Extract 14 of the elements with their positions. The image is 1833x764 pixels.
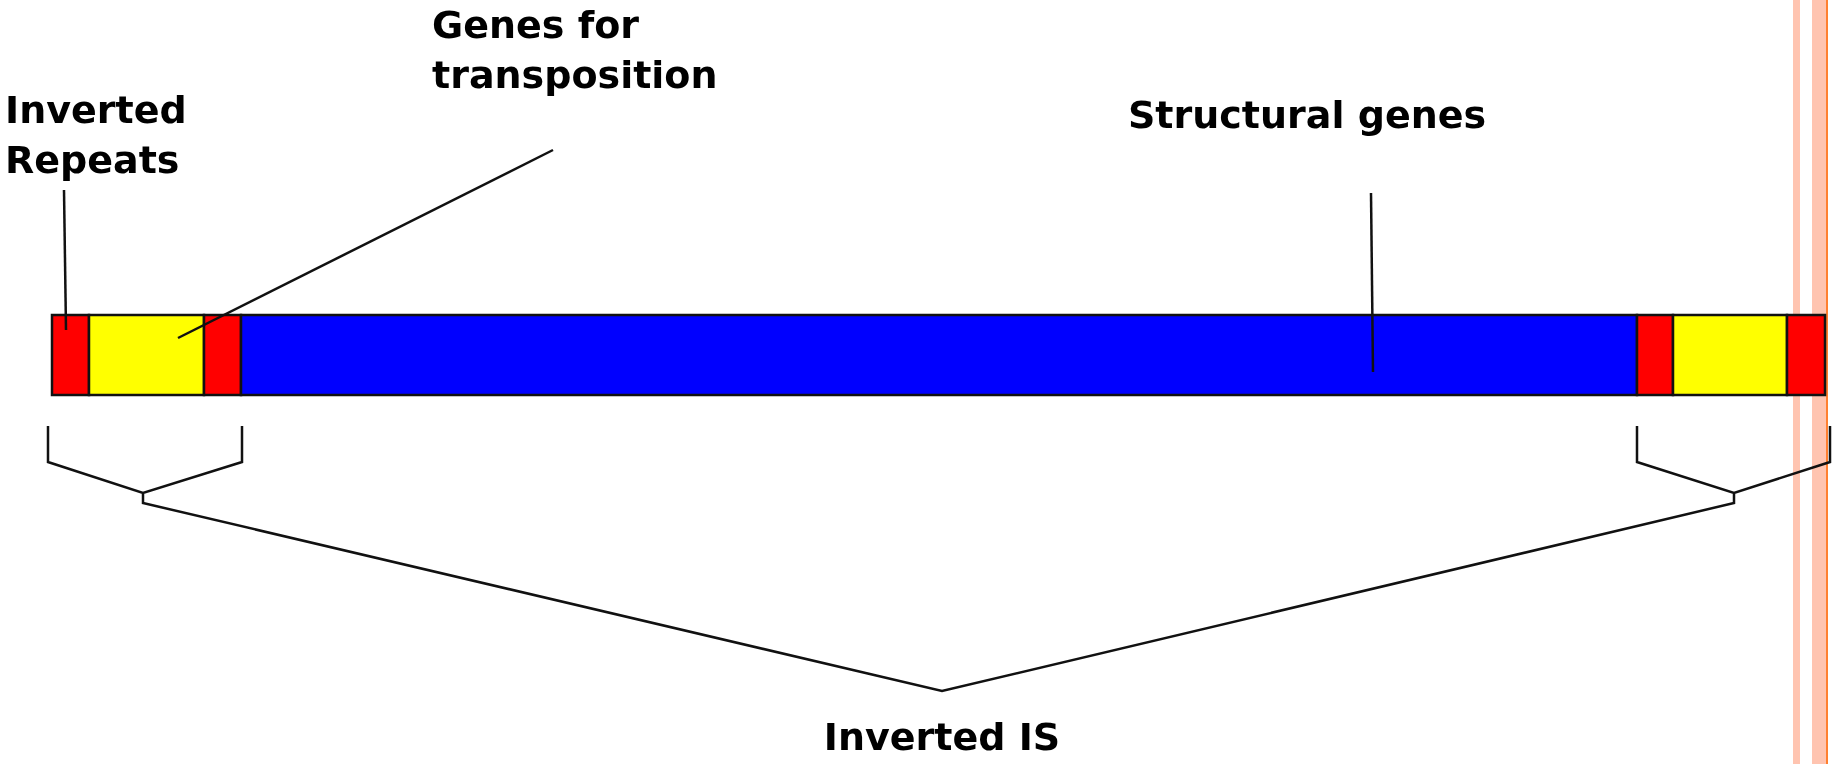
gene-segment xyxy=(1671,313,1789,397)
gene-segment xyxy=(239,313,1639,397)
callout-label: Genes for transposition xyxy=(432,0,792,100)
gene-segment xyxy=(87,313,206,397)
repeat-segment xyxy=(50,313,91,397)
callout-label: Structural genes xyxy=(1128,90,1578,140)
leader-line xyxy=(1369,193,1375,372)
bracket-label: Inverted IS xyxy=(822,714,1062,761)
repeat-segment xyxy=(1635,313,1675,397)
callout-label: Inverted Repeats xyxy=(5,85,235,185)
leader-line xyxy=(62,190,68,330)
repeat-segment xyxy=(202,313,243,397)
repeat-segment xyxy=(1785,313,1827,397)
leader-line xyxy=(177,148,554,340)
